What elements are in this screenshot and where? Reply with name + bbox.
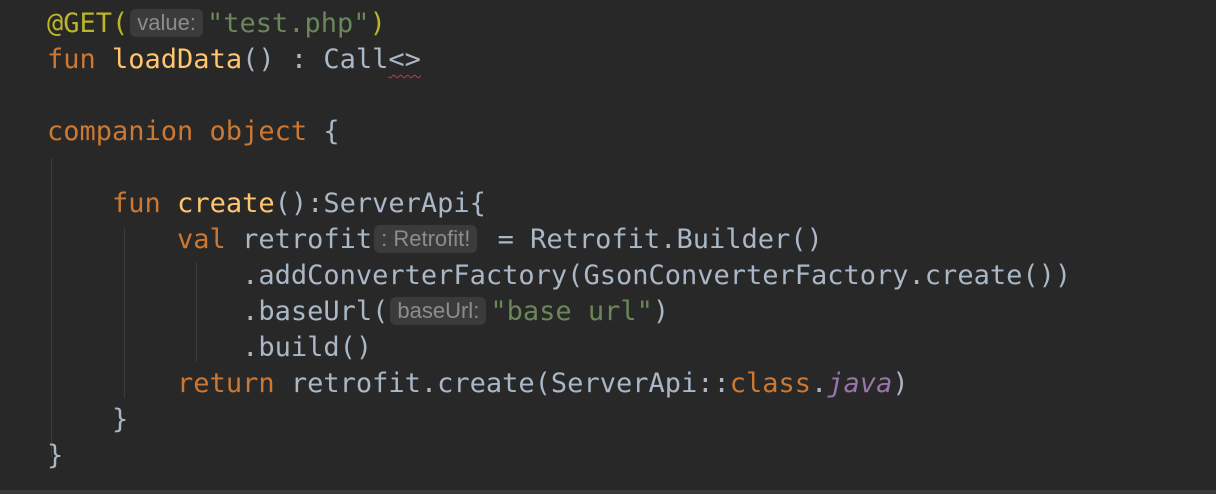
code-line-11[interactable]: return retrofit.create(ServerApi::class.… bbox=[47, 366, 1071, 402]
brace-token: } bbox=[47, 440, 64, 471]
code-line-3[interactable] bbox=[47, 78, 1071, 114]
error-squiggle-token[interactable]: <> bbox=[388, 44, 421, 75]
indent-guide bbox=[124, 228, 125, 398]
string-token: "base url" bbox=[490, 296, 653, 327]
keyword-token: companion object bbox=[47, 116, 324, 147]
indent-guide bbox=[196, 262, 197, 362]
brace-token: } bbox=[112, 404, 129, 435]
code-token: .baseUrl( bbox=[242, 296, 389, 327]
keyword-token: return bbox=[177, 368, 291, 399]
property-token: java bbox=[827, 368, 893, 399]
code-token: () : Call bbox=[242, 44, 389, 75]
annotation-close-token: ) bbox=[369, 8, 386, 39]
code-line-4[interactable]: companion object { bbox=[47, 114, 1071, 150]
keyword-token: val bbox=[177, 224, 243, 255]
code-token: .addConverterFactory(GsonConverterFactor… bbox=[242, 260, 1072, 291]
code-line-1[interactable]: @GET(value:"test.php") bbox=[47, 6, 1071, 42]
code-line-9[interactable]: .baseUrl(baseUrl:"base url") bbox=[47, 294, 1071, 330]
code-token: .build() bbox=[242, 332, 373, 363]
code-token: ():ServerApi{ bbox=[274, 188, 486, 219]
code-line-10[interactable]: .build() bbox=[47, 330, 1071, 366]
brace-token: { bbox=[323, 116, 340, 147]
code-line-13[interactable]: } bbox=[47, 438, 1071, 474]
code-line-2[interactable]: fun loadData() : Call<> bbox=[47, 42, 1071, 78]
string-token: "test.php" bbox=[207, 8, 370, 39]
annotation-token: @GET( bbox=[47, 8, 129, 39]
parameter-hint: baseUrl: bbox=[390, 297, 487, 325]
code-token: ) bbox=[892, 368, 909, 399]
code-line-7[interactable]: val retrofit: Retrofit! = Retrofit.Build… bbox=[47, 222, 1071, 258]
parameter-hint: value: bbox=[130, 9, 203, 37]
code-token: = Retrofit.Builder() bbox=[481, 224, 823, 255]
code-line-5[interactable] bbox=[47, 150, 1071, 186]
keyword-token: fun bbox=[112, 188, 178, 219]
function-name-token: loadData bbox=[112, 44, 243, 75]
code-line-12[interactable]: } bbox=[47, 402, 1071, 438]
bottom-edge bbox=[0, 490, 1216, 494]
code-line-8[interactable]: .addConverterFactory(GsonConverterFactor… bbox=[47, 258, 1071, 294]
keyword-token: class bbox=[729, 368, 812, 399]
code-token: . bbox=[811, 368, 828, 399]
indent-guide bbox=[51, 158, 52, 458]
code-line-6[interactable]: fun create():ServerApi{ bbox=[47, 186, 1071, 222]
variable-token: retrofit bbox=[242, 224, 373, 255]
code-token: retrofit.create(ServerApi:: bbox=[290, 368, 730, 399]
code-block: @GET(value:"test.php") fun loadData() : … bbox=[47, 6, 1071, 474]
function-name-token: create bbox=[177, 188, 275, 219]
keyword-token: fun bbox=[47, 44, 113, 75]
type-hint: : Retrofit! bbox=[374, 225, 478, 253]
code-token: ) bbox=[652, 296, 670, 327]
